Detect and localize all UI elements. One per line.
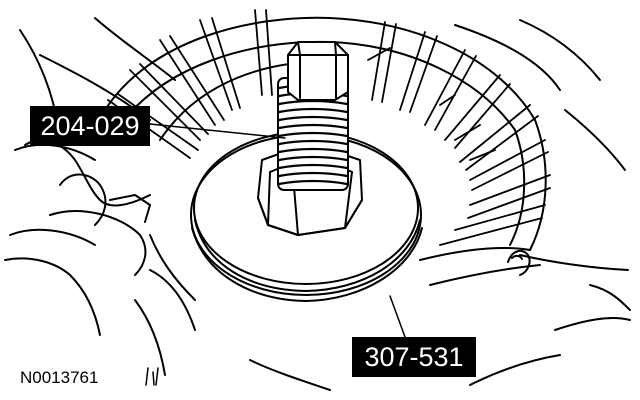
callout-label-tool-204-029: 204-029 — [30, 106, 150, 146]
callout-label-tool-307-531: 307-531 — [352, 337, 476, 377]
sketch-marks — [145, 367, 159, 386]
housing-tab — [507, 249, 531, 276]
leader-lines — [149, 123, 406, 338]
stud-hex-head — [287, 41, 349, 101]
radial-blades — [107, 9, 551, 246]
stud-threads — [277, 83, 349, 186]
figure-id: N0013761 — [20, 368, 99, 387]
